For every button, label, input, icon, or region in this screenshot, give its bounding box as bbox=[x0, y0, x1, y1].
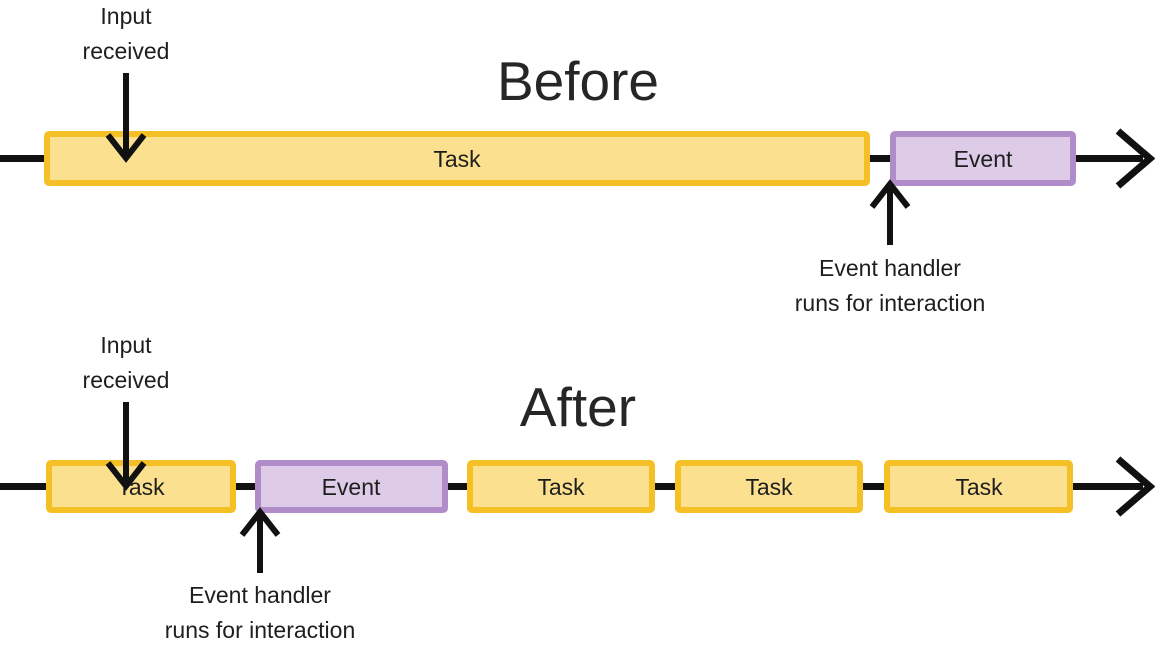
after-section: After Task Event bbox=[0, 332, 1155, 643]
after-block-task-3: Task bbox=[675, 460, 863, 513]
before-block-task: Task bbox=[44, 131, 870, 186]
after-input-callout-arrowhead-icon bbox=[105, 461, 147, 491]
before-input-callout-line1: Input bbox=[100, 3, 152, 29]
after-task-4-rect bbox=[884, 460, 1073, 513]
after-handler-callout-line2: runs for interaction bbox=[165, 617, 355, 643]
after-block-task-4: Task bbox=[884, 460, 1073, 513]
before-section: Before Task Event Input received bbox=[0, 3, 1155, 316]
before-block-event: Event bbox=[890, 131, 1076, 186]
after-task-2-rect bbox=[467, 460, 655, 513]
after-handler-callout-arrowhead-icon bbox=[239, 507, 281, 537]
before-timeline-arrowhead-icon bbox=[1115, 128, 1155, 189]
before-task-label: Task bbox=[433, 146, 481, 172]
before-input-received-callout: Input received bbox=[83, 3, 170, 163]
before-event-handler-callout: Event handler runs for interaction bbox=[795, 179, 985, 316]
after-input-callout-line2: received bbox=[83, 367, 170, 393]
before-title: Before bbox=[497, 50, 659, 112]
after-title: After bbox=[520, 376, 636, 438]
after-task-2-label: Task bbox=[537, 474, 585, 500]
after-handler-callout-line1: Event handler bbox=[189, 582, 331, 608]
before-task-rect bbox=[44, 131, 870, 186]
after-task-3-rect bbox=[675, 460, 863, 513]
after-block-task-2: Task bbox=[467, 460, 655, 513]
before-input-callout-arrowhead-icon bbox=[105, 133, 147, 163]
before-handler-callout-line2: runs for interaction bbox=[795, 290, 985, 316]
before-handler-callout-arrowhead-icon bbox=[869, 179, 911, 209]
before-input-callout-line2: received bbox=[83, 38, 170, 64]
after-input-received-callout: Input received bbox=[83, 332, 170, 491]
before-event-label: Event bbox=[954, 146, 1013, 172]
after-event-handler-callout: Event handler runs for interaction bbox=[165, 507, 355, 643]
after-timeline-arrowhead-icon bbox=[1115, 456, 1155, 517]
after-block-event: Event bbox=[255, 460, 448, 513]
before-event-rect bbox=[890, 131, 1076, 186]
after-input-callout-line1: Input bbox=[100, 332, 152, 358]
after-task-3-label: Task bbox=[745, 474, 793, 500]
after-event-rect bbox=[255, 460, 448, 513]
after-task-4-label: Task bbox=[955, 474, 1003, 500]
after-event-label: Event bbox=[322, 474, 381, 500]
before-handler-callout-line1: Event handler bbox=[819, 255, 961, 281]
